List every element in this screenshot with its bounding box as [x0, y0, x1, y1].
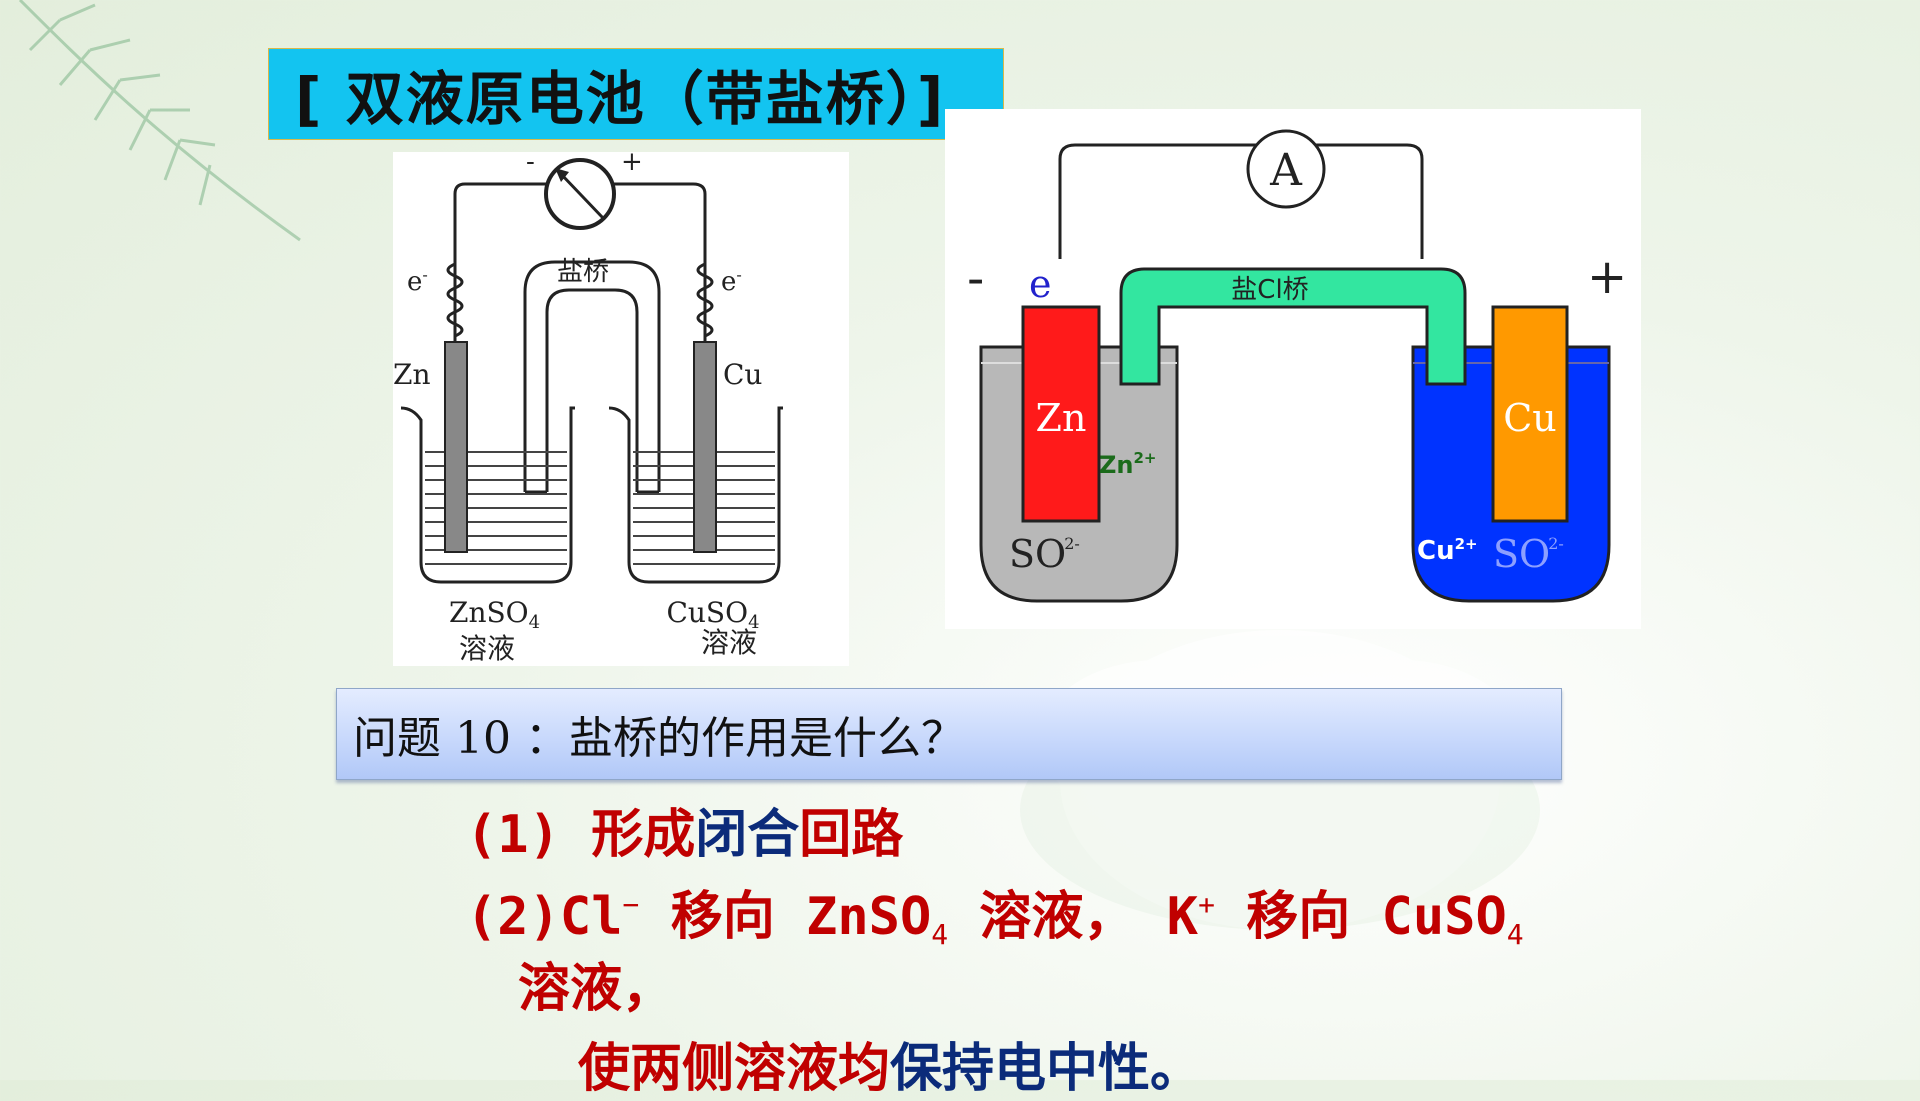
minus-label: -: [967, 251, 984, 307]
plus-label: +: [621, 152, 643, 177]
electron-left-label: e-: [407, 265, 428, 297]
zn-label: Zn: [1036, 396, 1087, 440]
salt-bridge-label: 盐桥: [557, 257, 609, 287]
answer-2-prefix: (2): [466, 887, 560, 947]
answer-2-line-3: 使两侧溶液均保持电中性。: [578, 1026, 1202, 1101]
cu-ion-label: Cu2+: [1417, 535, 1478, 566]
electron-label: e: [1029, 262, 1052, 306]
salt-bridge-label: 盐Cl桥: [1231, 275, 1308, 305]
leaf-decoration: [18, 0, 301, 242]
answer-2-solution-text: 溶液，: [948, 887, 1167, 947]
answer-1-text-red2: 回路: [799, 805, 904, 865]
znso4-formula: ZnSO4: [806, 887, 949, 951]
plus-label: +: [1587, 249, 1627, 305]
ammeter-label: A: [1269, 145, 1303, 196]
answer-2: (2)Cl− 移向 ZnSO4 溶液， K+ 移向 CuSO4: [466, 874, 1524, 951]
k-ion: K+: [1166, 887, 1215, 947]
electron-right-label: e-: [721, 265, 742, 297]
answer-2-line-3-blue: 保持电中性。: [890, 1039, 1203, 1099]
zn-electrode: [1021, 305, 1101, 523]
answer-2-move-text: 移向: [639, 887, 807, 947]
question-box: 问题 10 ：盐桥的作用是什么？: [336, 688, 1562, 780]
ammeter-icon: [1246, 129, 1326, 209]
left-sulfate-label: SO2-: [1009, 532, 1080, 576]
cu-electrode: [1491, 305, 1569, 523]
galvanic-cell-color-diagram: A - + e 盐Cl桥 Zn Cu Zn2+ SO2- Cu2+ SO2-: [945, 109, 1641, 629]
answer-1-text-red: 形成: [591, 805, 696, 865]
cu-label: Cu: [723, 358, 762, 391]
znso4-label: ZnSO4: [449, 596, 540, 633]
answer-2-line-3-red: 使两侧溶液均: [578, 1039, 891, 1099]
answer-2-move-text-2: 移向: [1214, 887, 1382, 947]
galvanic-cell-line-diagram: - + e- e- 盐桥 Zn Cu: [393, 152, 849, 666]
zn-electrode: [444, 341, 468, 553]
cuso4-formula: CuSO4: [1381, 887, 1524, 951]
cu-electrode: [693, 341, 717, 553]
minus-label: -: [526, 152, 535, 177]
cuso4-label: CuSO4: [666, 596, 759, 633]
cl-ion: Cl−: [559, 887, 640, 947]
answer-1-prefix: (1): [466, 805, 560, 865]
cu-label: Cu: [1503, 396, 1557, 440]
salt-bridge: [1119, 267, 1467, 386]
left-solution-label: 溶液: [459, 632, 515, 665]
zn-label: Zn: [393, 358, 431, 391]
right-sulfate-label: SO2-: [1493, 532, 1564, 576]
answer-1: (1) 形成闭合回路: [466, 792, 903, 867]
zn-ion-label: Zn2+: [1099, 449, 1157, 479]
right-solution-label: 溶液: [701, 626, 757, 659]
page-title: [ 双液原电池（带盐桥）]: [268, 48, 1004, 140]
answer-2-line-2: 溶液，: [518, 959, 675, 1019]
answer-1-text-blue: 闭合: [695, 805, 800, 865]
